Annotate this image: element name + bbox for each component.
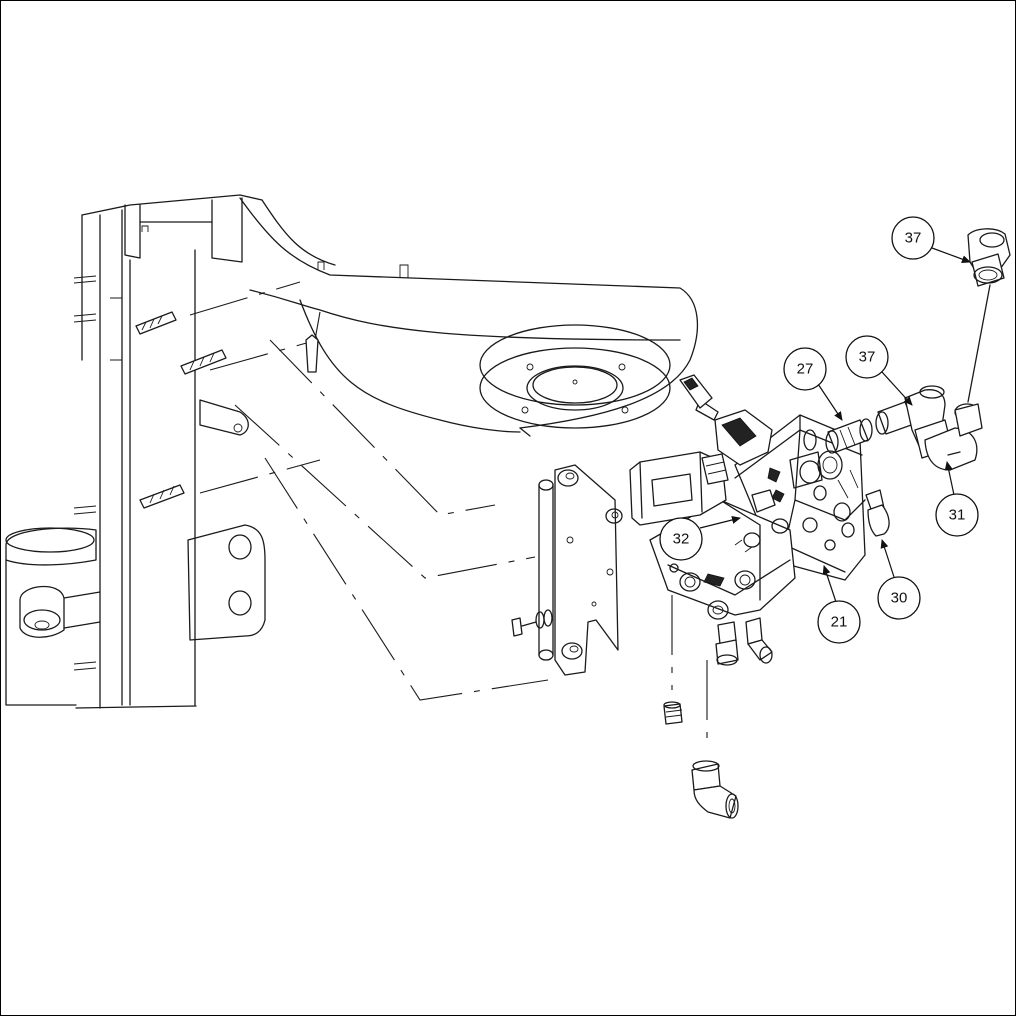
- mounting-plate: [511, 464, 623, 676]
- svg-text:37: 37: [859, 349, 876, 366]
- svg-text:21: 21: [831, 614, 848, 631]
- callout-21: 21: [817, 600, 861, 644]
- leaders: [699, 247, 971, 603]
- callout-32: 32: [659, 517, 703, 561]
- chassis-frame: [5, 194, 699, 709]
- callout-31: 31: [935, 493, 979, 537]
- loose-fittings: [663, 701, 739, 819]
- top-elbow-37: [967, 228, 1011, 287]
- callout-30: 30: [877, 576, 921, 620]
- svg-text:27: 27: [797, 361, 814, 378]
- svg-text:31: 31: [949, 507, 966, 524]
- fitting-30: [865, 489, 890, 537]
- callout-37-top: 37: [891, 216, 935, 260]
- assembly-lines: [189, 281, 708, 750]
- svg-text:30: 30: [891, 590, 908, 607]
- pins: [135, 311, 319, 509]
- fitting-27: [825, 418, 873, 454]
- hose-line: [967, 284, 991, 403]
- callout-37-middle: 37: [845, 335, 889, 379]
- svg-text:37: 37: [905, 230, 922, 247]
- svg-text:32: 32: [673, 531, 690, 548]
- elbow-fittings: [875, 385, 983, 471]
- callout-27: 27: [783, 347, 827, 391]
